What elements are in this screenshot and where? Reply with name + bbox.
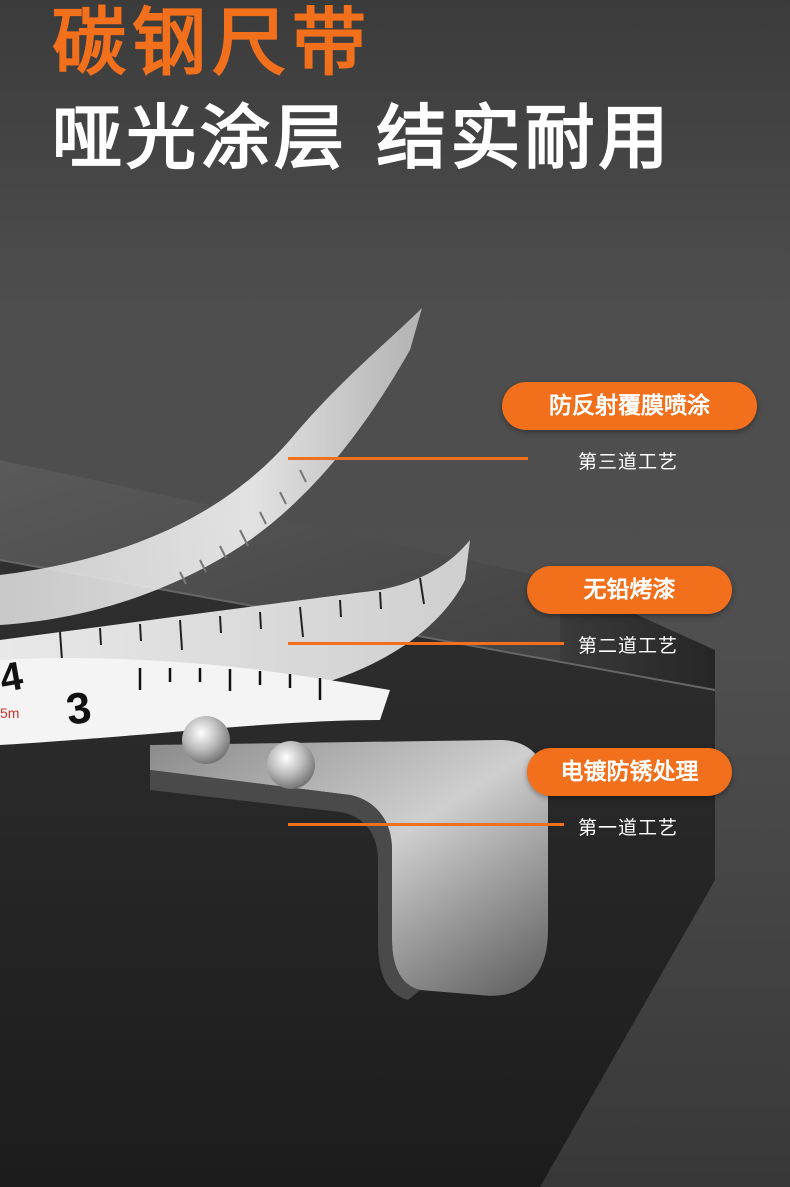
rivet-right [267,741,315,789]
tape-layer-bottom [0,658,390,745]
layer-label-lead-free-paint: 无铅烤漆 [527,566,732,614]
step-label-second: 第二道工艺 [578,635,679,657]
tape-top-ticks [179,469,307,585]
tape-layer-top [0,308,422,625]
rivet-left [182,716,230,764]
tape-mid-ticks [59,577,425,661]
leader-line-layer1 [288,823,564,826]
step-label-third: 第三道工艺 [578,451,679,473]
headline-subtitle: 哑光涂层 结实耐用 [52,97,673,179]
box-top [0,460,715,690]
leader-line-layer2 [288,642,564,645]
tape-hook [150,740,548,996]
tape-label-5m: 5m [0,705,19,721]
tape-bottom-ticks [138,668,322,700]
headline-title: 碳钢尺带 [52,0,372,86]
layer-label-electroplating: 电镀防锈处理 [527,748,732,796]
layer-label-anti-reflective: 防反射覆膜喷涂 [502,382,757,430]
leader-line-layer3 [288,457,528,460]
step-label-first: 第一道工艺 [578,817,679,839]
